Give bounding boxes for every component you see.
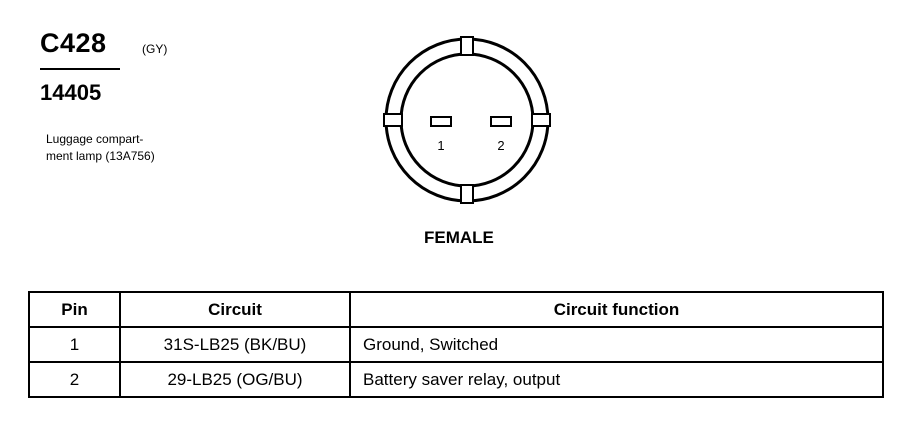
color-code: (GY) — [142, 42, 168, 56]
connector-description: Luggage compart- ment lamp (13A756) — [46, 131, 206, 165]
header-circuit: Circuit — [119, 291, 351, 328]
keying-tab-bottom — [460, 184, 474, 204]
table-row: 2 29-LB25 (OG/BU) Battery saver relay, o… — [28, 361, 884, 398]
cell-function: Ground, Switched — [349, 326, 884, 363]
description-line-2: ment lamp (13A756) — [46, 149, 155, 163]
header-pin: Pin — [28, 291, 121, 328]
view-label: FEMALE — [424, 228, 494, 247]
cell-function: Battery saver relay, output — [349, 361, 884, 398]
pinout-table: Pin Circuit Circuit function 1 31S-LB25 … — [28, 291, 884, 398]
connector-shell — [384, 37, 550, 203]
keying-tab-top — [460, 36, 474, 56]
part-number: 14405 — [40, 80, 102, 105]
description-line-1: Luggage compart- — [46, 132, 144, 146]
keying-tabs — [383, 36, 551, 204]
pin-1-label: 1 — [437, 138, 444, 153]
connector-face-diagram: 1 2 — [383, 36, 551, 204]
cell-pin: 2 — [28, 361, 121, 398]
id-underline — [40, 68, 120, 70]
keying-tab-right — [531, 113, 551, 127]
cell-pin: 1 — [28, 326, 121, 363]
keying-tab-left — [383, 113, 403, 127]
pin-1-terminal — [430, 116, 452, 127]
table-header-row: Pin Circuit Circuit function — [28, 291, 884, 328]
cell-circuit: 31S-LB25 (BK/BU) — [119, 326, 351, 363]
table-row: 1 31S-LB25 (BK/BU) Ground, Switched — [28, 326, 884, 363]
header-circuit-function: Circuit function — [349, 291, 884, 328]
cell-circuit: 29-LB25 (OG/BU) — [119, 361, 351, 398]
pin-2-label: 2 — [497, 138, 504, 153]
connector-id: C428 — [40, 28, 107, 58]
pin-2-terminal — [490, 116, 512, 127]
